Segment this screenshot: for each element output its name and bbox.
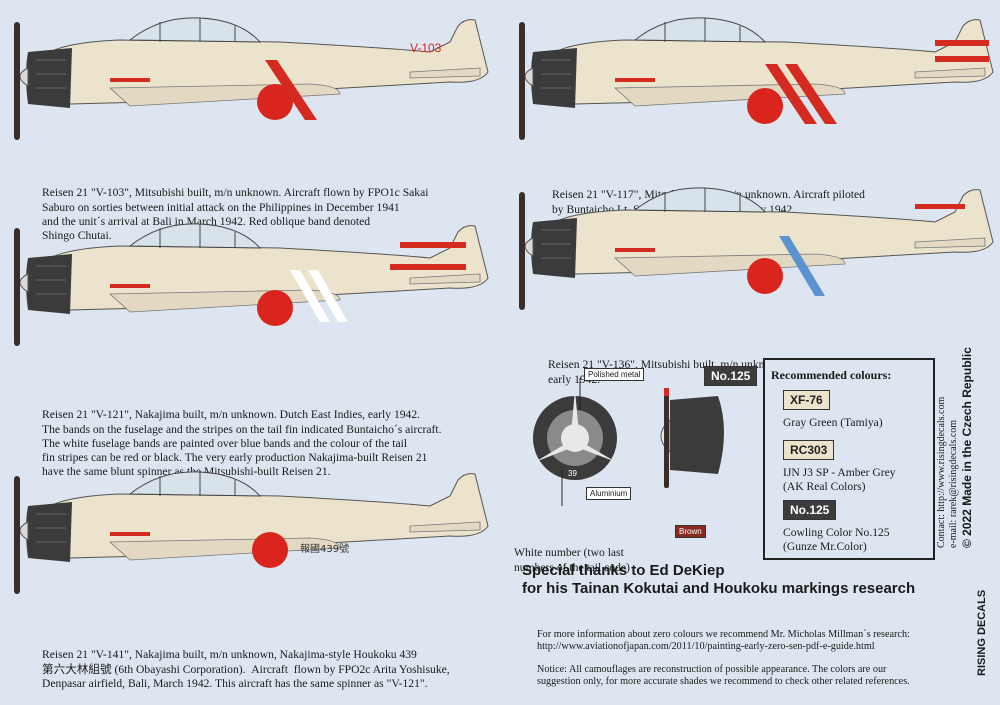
swatch-xf76: XF-76 <box>783 390 830 410</box>
plane-v141-illustration: 報國439號 <box>13 471 489 595</box>
caption-v121: Reisen 21 "V-121", Nakajima built, m/n u… <box>42 408 442 478</box>
plane-v103-illustration: V-103 <box>13 17 489 141</box>
notice-text: Notice: All camouflages are reconstructi… <box>537 664 910 687</box>
copyright-text: © 2022 Made in the Czech Republic <box>960 347 974 548</box>
colours-title: Recommended colours: <box>771 368 892 382</box>
info-text: For more information about zero colours … <box>537 629 910 652</box>
brown-label: Brown <box>675 525 706 538</box>
aluminium-label: Aluminium <box>586 487 632 500</box>
no125-tag: No.125 <box>704 366 758 386</box>
plane-v136-illustration <box>518 187 994 311</box>
swatch-rc303: RC303 <box>783 440 835 460</box>
plane-v117-illustration <box>518 17 994 141</box>
swatch-no125: No.125 <box>783 500 837 520</box>
email-text: e-mail: rarek@risingdecals.com <box>948 419 959 548</box>
houkoku-text: 報國439號 <box>300 542 349 555</box>
polished-metal-label: Polished metal <box>584 368 645 381</box>
tail-code: V-103 <box>410 41 442 55</box>
brand-text: RISING DECALS <box>976 589 988 676</box>
spinner-detail-illustration: 39 <box>533 378 724 506</box>
plane-v121-illustration <box>13 223 489 347</box>
contact-text: Contact: http://www.risingdecals.com <box>936 396 947 548</box>
spinner-number: 39 <box>568 469 577 478</box>
caption-v141: Reisen 21 "V-141", Nakajima built, m/n u… <box>42 648 450 690</box>
caption-v103: Reisen 21 "V-103", Mitsubishi built, m/n… <box>42 186 429 243</box>
recommended-colours-box: Recommended colours: XF-76 Gray Green (T… <box>763 358 935 560</box>
